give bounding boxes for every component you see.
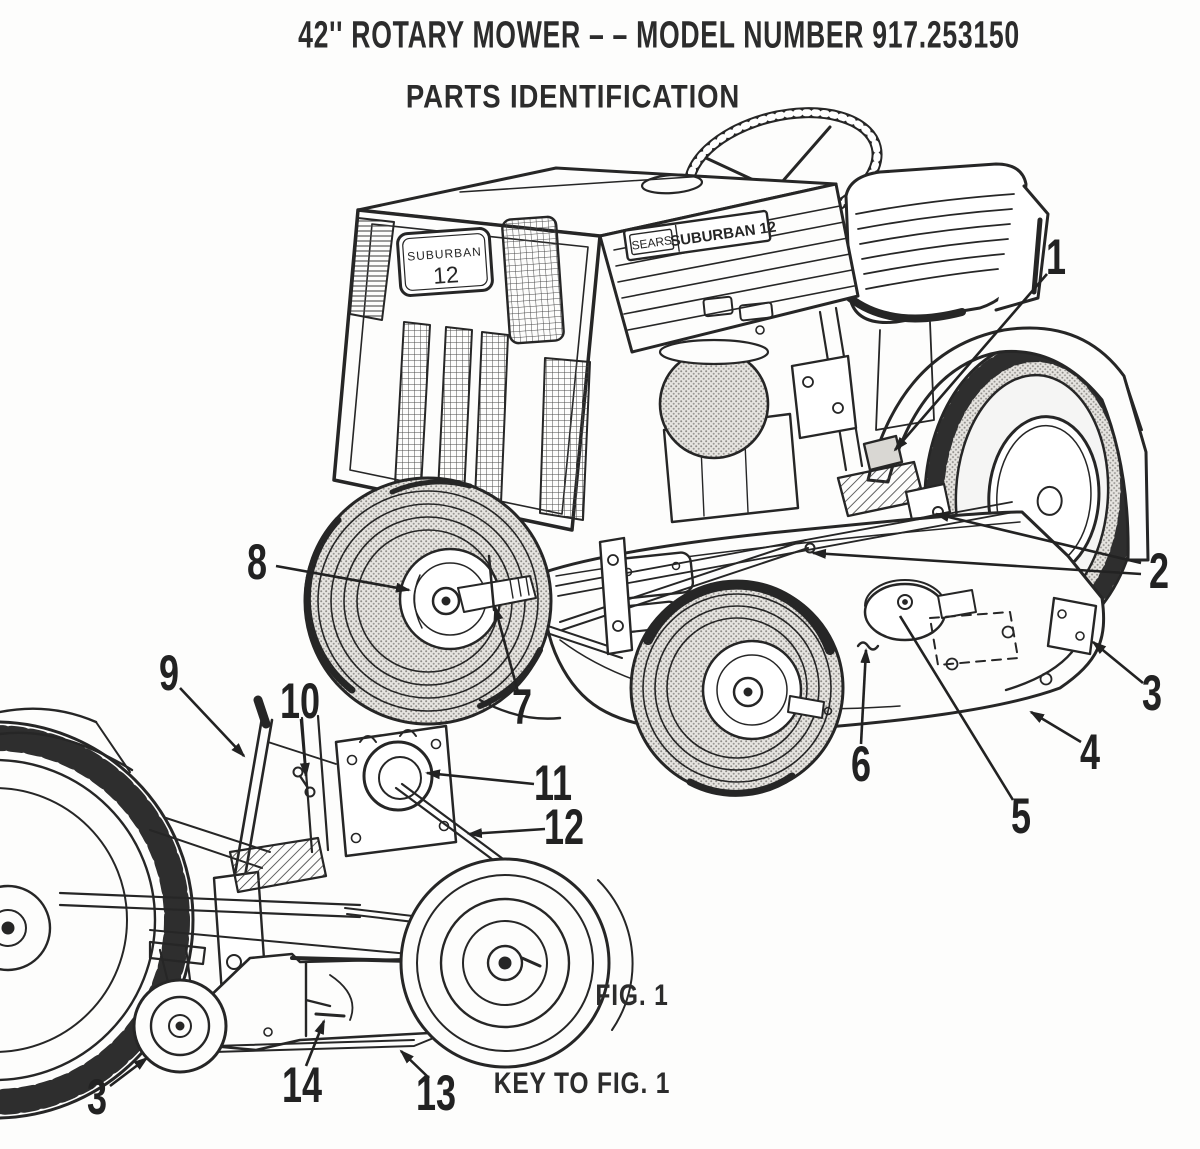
spindle-cover xyxy=(863,579,977,642)
leader-1 xyxy=(893,273,1048,452)
callout-10: 10 xyxy=(279,673,321,729)
footrest-step xyxy=(228,836,328,894)
front-left-wheel xyxy=(303,476,562,726)
grille-badge: SUBURBAN 12 xyxy=(396,227,494,297)
callout-9: 9 xyxy=(158,645,180,701)
chassis-rear xyxy=(818,306,952,535)
callout-14: 14 xyxy=(281,1057,323,1113)
leader-5 xyxy=(898,615,1015,801)
callout-5: 5 xyxy=(1010,788,1032,844)
leader-4 xyxy=(1029,710,1082,744)
leader-6 xyxy=(859,648,871,745)
tractor-illustration: SEARS SUBURBAN 12 SUBURBAN 12 xyxy=(303,107,1150,797)
callout-3-detail: 3 xyxy=(86,1069,108,1125)
detail-illustration xyxy=(0,695,634,1120)
key-caption: KEY TO FIG. 1 xyxy=(493,1067,671,1100)
mounting-plate xyxy=(334,724,458,858)
hood: SEARS SUBURBAN 12 xyxy=(356,166,860,354)
detail-rear-wheel xyxy=(0,720,195,1120)
callout-1: 1 xyxy=(1045,229,1067,285)
leader-14 xyxy=(304,1019,326,1067)
page-title: 42'' ROTARY MOWER – – MODEL NUMBER 917.2… xyxy=(298,14,1020,57)
leader-3 xyxy=(1091,640,1144,685)
detail-deck xyxy=(202,952,464,1053)
leader-10 xyxy=(299,718,310,778)
leader-2b xyxy=(811,548,1142,576)
detail-front-wheel xyxy=(399,857,634,1069)
turnbuckle-link xyxy=(292,766,316,798)
leader-3-detail xyxy=(109,1056,149,1088)
callout-11: 11 xyxy=(533,755,573,811)
callout-12: 12 xyxy=(543,799,585,855)
callout-13: 13 xyxy=(415,1065,457,1121)
leader-11 xyxy=(425,769,535,786)
page-subtitle: PARTS IDENTIFICATION xyxy=(405,78,741,115)
side-badge-brand: SEARS xyxy=(631,233,673,253)
callout-4: 4 xyxy=(1079,724,1101,780)
leader-8 xyxy=(275,564,411,593)
fig-caption: FIG. 1 xyxy=(595,979,669,1012)
leader-9 xyxy=(179,687,246,758)
callout-leaders xyxy=(109,273,1144,1088)
seat xyxy=(844,162,1050,324)
lift-lever xyxy=(212,695,328,996)
callout-6: 6 xyxy=(850,736,872,792)
front-right-wheel xyxy=(629,579,845,797)
leader-13 xyxy=(399,1049,430,1079)
grille-badge-line1: SUBURBAN xyxy=(407,244,482,263)
grille-badge-line2: 12 xyxy=(432,261,459,289)
engine xyxy=(658,295,858,524)
callout-8: 8 xyxy=(246,534,268,590)
caster-wheel xyxy=(132,940,228,1074)
leader-2a xyxy=(934,512,1142,565)
leader-12 xyxy=(467,827,546,839)
air-cleaner xyxy=(658,348,770,460)
front-grille: SUBURBAN 12 xyxy=(332,208,602,532)
leader-7 xyxy=(493,605,520,693)
callout-2: 2 xyxy=(1148,543,1170,599)
callout-3: 3 xyxy=(1141,665,1163,721)
callout-7: 7 xyxy=(511,679,533,735)
